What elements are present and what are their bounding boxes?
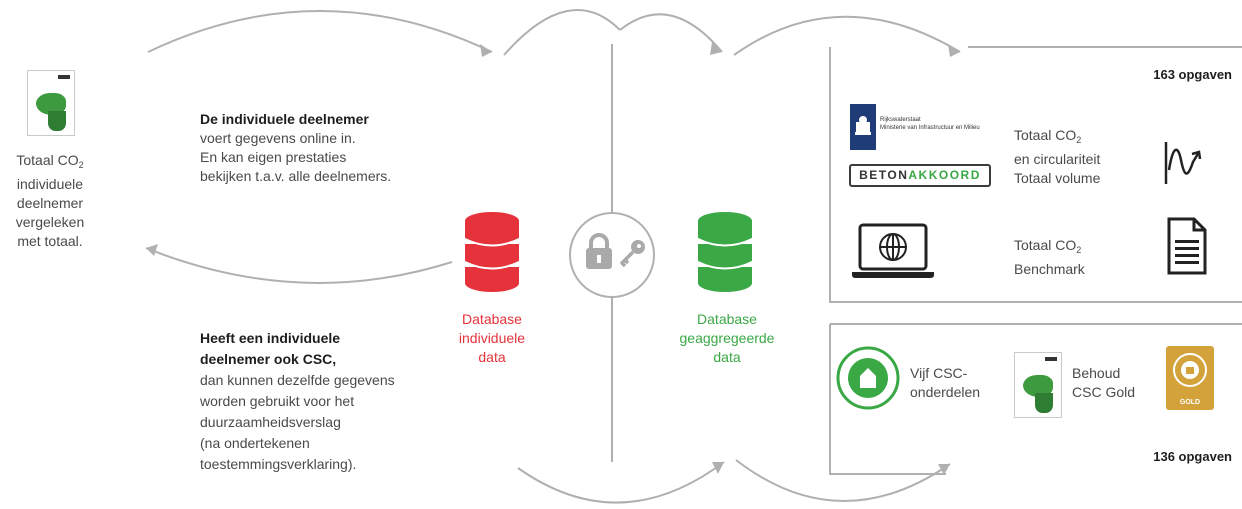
ministry-logo-bar bbox=[850, 104, 876, 150]
participant-description: De individuele deelnemer voert gegevens … bbox=[200, 110, 460, 186]
lock-circle bbox=[569, 212, 655, 298]
betonakkoord-logo: BETONAKKOORD bbox=[849, 164, 991, 187]
report-cover-image bbox=[27, 70, 75, 136]
arrow-to-box-top bbox=[733, 15, 961, 56]
box-top-frame bbox=[829, 46, 1242, 303]
csc-council-logo bbox=[836, 346, 900, 410]
box-bottom-frame bbox=[829, 323, 1242, 475]
database-aggregated-label: Database geaggregeerde data bbox=[679, 311, 775, 365]
key-icon bbox=[619, 240, 645, 268]
laptop-globe-icon bbox=[852, 223, 934, 278]
document-icon bbox=[1167, 217, 1207, 275]
arrow-to-report bbox=[145, 247, 453, 284]
report-caption: Totaal CO2 individuele deelnemer vergele… bbox=[15, 152, 85, 249]
arrow-db-lower-in bbox=[517, 461, 725, 504]
arrow-db-to-db-upper bbox=[503, 9, 621, 56]
trend-chart-icon bbox=[1164, 142, 1202, 184]
lock-icon bbox=[586, 233, 612, 269]
arrow-to-db-upper bbox=[147, 10, 493, 53]
top-row2-text: Totaal CO2 Benchmark bbox=[1014, 237, 1085, 277]
ministry-logo: Rijkswaterstaat Ministerie van Infrastru… bbox=[850, 104, 1000, 150]
arrow-to-box-bottom bbox=[735, 459, 951, 502]
gold-label: GOLD bbox=[1179, 399, 1201, 406]
database-red-icon bbox=[464, 212, 520, 292]
database-individual-label: Database individuele data bbox=[458, 311, 526, 365]
participant-title: De individuele deelnemer bbox=[200, 111, 369, 127]
database-green-icon bbox=[697, 212, 753, 292]
top-row1-text: Totaal CO2 en circulariteit Totaal volum… bbox=[1014, 127, 1101, 186]
top-box-count: 163 opgaven bbox=[1153, 67, 1232, 82]
csc-description: Heeft een individuele deelnemer ook CSC,… bbox=[200, 330, 395, 472]
csc-report-cover-image bbox=[1014, 352, 1062, 418]
bottom-box-count: 136 opgaven bbox=[1153, 449, 1232, 464]
csc-gold-badge: GOLD bbox=[1166, 346, 1214, 410]
arrow-to-aggregated-upper bbox=[619, 13, 723, 53]
csc-parts-text: Vijf CSC- onderdelen bbox=[910, 365, 981, 400]
behoud-gold-text: Behoud CSC Gold bbox=[1072, 365, 1136, 400]
